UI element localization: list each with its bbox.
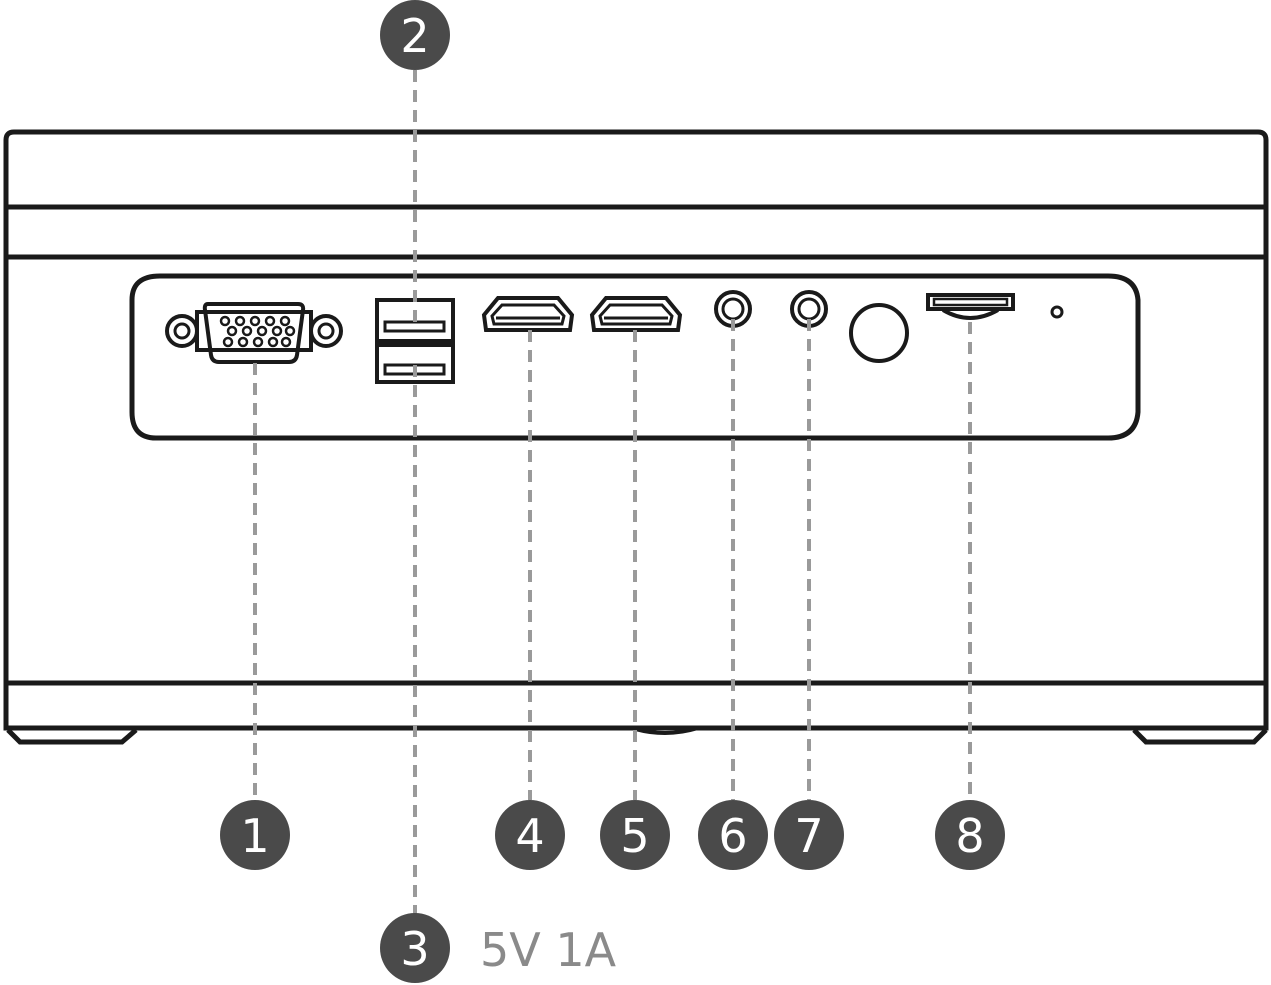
callout-badge [495,800,565,870]
vga-port [165,302,343,364]
callout-number: 4 [515,809,544,863]
callout-number: 6 [718,809,747,863]
callout-number: 1 [240,809,269,863]
card-slot [926,293,1015,320]
callout-4: 4 [495,800,565,870]
callout-number: 2 [400,9,429,63]
callout-badge [380,913,450,983]
callout-7: 7 [774,800,844,870]
callout-badge [935,800,1005,870]
status-led [1050,305,1064,319]
right-foot [1132,728,1268,745]
power-rating-note: 5V 1A [480,923,617,977]
center-foot [631,726,699,735]
callout-number: 3 [400,922,429,976]
callout-8: 8 [935,800,1005,870]
callout-badge [380,0,450,70]
callout-2: 2 [380,0,450,70]
callout-badge [220,800,290,870]
callout-badge [774,800,844,870]
callout-badge [698,800,768,870]
left-foot [6,728,138,745]
hdmi-port-1 [481,296,575,332]
callout-5: 5 [600,800,670,870]
callout-1: 1 [220,800,290,870]
callout-number: 7 [794,809,823,863]
port-panel [129,273,1141,441]
power-input [849,303,909,363]
callout-6: 6 [698,800,768,870]
hdmi-port-2 [589,296,683,332]
callout-number: 5 [620,809,649,863]
callout-3: 3 [380,913,450,983]
callout-number: 8 [955,809,984,863]
leader-lines [253,70,972,915]
callout-badge [600,800,670,870]
device-body [3,129,1269,745]
